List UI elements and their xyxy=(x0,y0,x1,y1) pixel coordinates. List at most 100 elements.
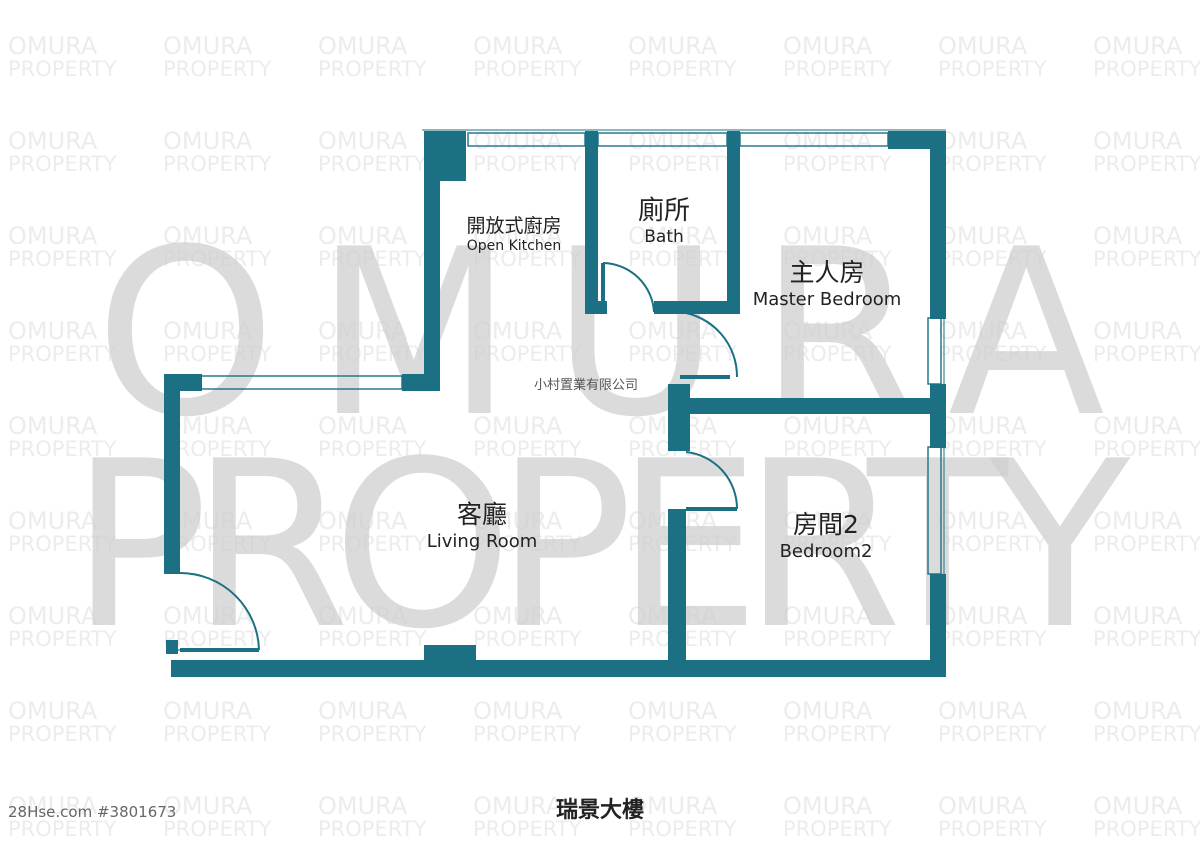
wall-bottom xyxy=(171,660,941,677)
watermark-tile: PROPERTY xyxy=(473,57,582,81)
watermark-tile: OMURA xyxy=(473,697,563,725)
watermark-tile: OMURA xyxy=(318,317,408,345)
watermark-tile: OMURA xyxy=(473,602,563,630)
watermark-tile: OMURA xyxy=(163,602,253,630)
watermark-tile: OMURA xyxy=(8,127,98,155)
watermark-tile: OMURA xyxy=(163,697,253,725)
watermark-tile: OMURA xyxy=(473,222,563,250)
watermark-tile: OMURA xyxy=(628,222,718,250)
watermark-tile: OMURA xyxy=(628,127,718,155)
watermark-tile: PROPERTY xyxy=(473,532,582,556)
watermark-tile: PROPERTY xyxy=(783,247,892,271)
watermark-tile: OMURA xyxy=(473,317,563,345)
watermark-tile: PROPERTY xyxy=(163,817,272,841)
watermark-tile: PROPERTY xyxy=(8,722,117,746)
watermark-tile: OMURA xyxy=(8,507,98,535)
watermark-tile: OMURA xyxy=(628,317,718,345)
watermark-tile: PROPERTY xyxy=(163,342,272,366)
watermark-tile: PROPERTY xyxy=(163,627,272,651)
watermark-tile: OMURA xyxy=(8,317,98,345)
room-label-bedroom2: 房間2 Bedroom2 xyxy=(756,505,896,562)
watermark-tile: OMURA xyxy=(1093,32,1183,60)
watermark-tile: OMURA xyxy=(1093,697,1183,725)
watermark-tile: PROPERTY xyxy=(318,722,427,746)
watermark-tile: OMURA xyxy=(473,507,563,535)
watermark-tile: PROPERTY xyxy=(938,342,1047,366)
watermark-tile: OMURA xyxy=(318,222,408,250)
watermark-tile: OMURA xyxy=(1093,317,1183,345)
company-name: 小村置業有限公司 xyxy=(534,378,639,393)
watermark-tile: PROPERTY xyxy=(1093,57,1200,81)
watermark-tile: PROPERTY xyxy=(938,532,1047,556)
watermark-tile: PROPERTY xyxy=(8,57,117,81)
bath-label-en: Bath xyxy=(644,227,684,247)
bath-label-zh: 廁所 xyxy=(637,196,690,226)
watermark-tile: PROPERTY xyxy=(163,247,272,271)
watermark-tile: PROPERTY xyxy=(473,247,582,271)
watermark-tile: OMURA xyxy=(783,32,873,60)
watermark-tile: PROPERTY xyxy=(938,57,1047,81)
master-label-en: Master Bedroom xyxy=(752,289,902,310)
room-label-living: 客廳 Living Room xyxy=(402,495,562,552)
watermark-tile: OMURA xyxy=(8,602,98,630)
watermark-tile: PROPERTY xyxy=(783,532,892,556)
watermark-tile: PROPERTY xyxy=(628,722,737,746)
bedroom2-label-en: Bedroom2 xyxy=(779,541,873,562)
watermark-tile: OMURA xyxy=(473,127,563,155)
watermark-tile: PROPERTY xyxy=(318,627,427,651)
watermark-tile: PROPERTY xyxy=(473,627,582,651)
watermark-tile: OMURA xyxy=(318,32,408,60)
watermark-tile: OMURA xyxy=(783,222,873,250)
watermark-grid: OMURAPROPERTYOMURAPROPERTYOMURAPROPERTYO… xyxy=(8,32,1200,841)
watermark-tile: PROPERTY xyxy=(473,342,582,366)
watermark-tile: PROPERTY xyxy=(783,437,892,461)
watermark-tile: PROPERTY xyxy=(1093,722,1200,746)
watermark-tile: OMURA xyxy=(163,127,253,155)
watermark-tile: PROPERTY xyxy=(163,152,272,176)
bedroom-door-jamb xyxy=(668,384,690,451)
watermark-tile: PROPERTY xyxy=(8,532,117,556)
watermark-tile: OMURA xyxy=(8,412,98,440)
watermark-tile: OMURA xyxy=(628,697,718,725)
master-label-zh: 主人房 xyxy=(789,258,865,287)
watermark-tile: PROPERTY xyxy=(473,152,582,176)
watermark-tile: OMURA xyxy=(1093,412,1183,440)
listing-id: 28Hse.com #3801673 xyxy=(8,803,177,821)
doors xyxy=(179,262,739,652)
watermark-tile: PROPERTY xyxy=(163,722,272,746)
watermark-tile: PROPERTY xyxy=(1093,342,1200,366)
watermark-tile: OMURA xyxy=(318,127,408,155)
watermark-tile: PROPERTY xyxy=(938,152,1047,176)
watermark-large-text: PROPERTY xyxy=(70,413,1131,680)
watermark-tile: PROPERTY xyxy=(163,57,272,81)
living-label-en: Living Room xyxy=(426,531,538,552)
watermark-tile: PROPERTY xyxy=(1093,532,1200,556)
watermark-tile: OMURA xyxy=(473,792,563,820)
watermark-tile: PROPERTY xyxy=(628,57,737,81)
watermark-tile: PROPERTY xyxy=(938,247,1047,271)
watermark-tile: PROPERTY xyxy=(8,437,117,461)
watermark-tile: OMURA xyxy=(1093,792,1183,820)
watermark-tile: OMURA xyxy=(783,602,873,630)
wall-between-bedrooms xyxy=(668,398,946,414)
watermark-tile: OMURA xyxy=(783,697,873,725)
watermark-tile: OMURA xyxy=(8,697,98,725)
watermark-tile: OMURA xyxy=(1093,602,1183,630)
kitchen-label-zh: 開放式廚房 xyxy=(466,215,562,237)
bedroom2-label-zh: 房間2 xyxy=(793,510,859,539)
watermark-tile: PROPERTY xyxy=(938,437,1047,461)
watermark-tile: OMURA xyxy=(938,792,1028,820)
watermark-tile: OMURA xyxy=(473,32,563,60)
watermark-tile: PROPERTY xyxy=(318,817,427,841)
watermark-tile: OMURA xyxy=(628,792,718,820)
room-label-master: 主人房 Master Bedroom xyxy=(737,253,917,310)
watermark-tile: PROPERTY xyxy=(783,152,892,176)
watermark-tile: PROPERTY xyxy=(318,152,427,176)
watermark-tile: PROPERTY xyxy=(628,342,737,366)
watermark-tile: OMURA xyxy=(163,317,253,345)
building-name: 瑞景大樓 xyxy=(555,798,644,823)
bottom-column xyxy=(424,645,476,677)
watermark-tile: OMURA xyxy=(8,222,98,250)
kitchen-label-en: Open Kitchen xyxy=(466,238,562,254)
